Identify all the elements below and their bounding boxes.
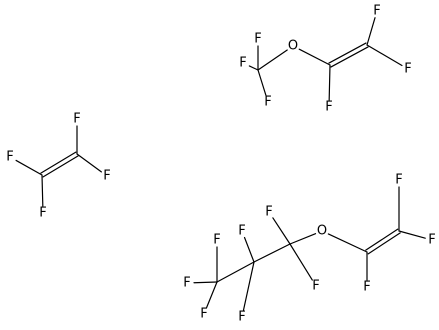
atom-label-f6: F bbox=[404, 62, 411, 77]
atom-label-f8: F bbox=[6, 150, 13, 165]
bond-C2-C3 bbox=[328, 42, 367, 64]
atom-label-f12: F bbox=[238, 224, 245, 239]
bond-C4-C5 bbox=[40, 151, 77, 174]
atom-label-f17: F bbox=[312, 279, 319, 294]
bond-C1-F3 bbox=[257, 69, 267, 96]
atom-label-o2: O bbox=[317, 224, 327, 239]
bond-C9-C10 bbox=[367, 232, 401, 255]
atom-label-o1: O bbox=[288, 39, 298, 54]
atom-label-f2: F bbox=[254, 32, 261, 47]
bond-C7-F16 bbox=[242, 261, 255, 311]
bond-C7-F12 bbox=[243, 236, 255, 263]
bond-C2-F4 bbox=[328, 64, 331, 101]
atom-label-f16: F bbox=[238, 310, 245, 325]
bond-layer bbox=[15, 17, 426, 311]
bond-C5-F9 bbox=[76, 153, 102, 173]
bond-C3-F5 bbox=[366, 17, 376, 46]
bond-C6-F14 bbox=[193, 281, 218, 284]
bond-C3-F6 bbox=[366, 44, 403, 67]
atom-label-f10: F bbox=[39, 206, 46, 221]
atom-label-f1: F bbox=[239, 56, 246, 71]
bond-C8-F17 bbox=[289, 243, 313, 281]
atom-label-f11: F bbox=[213, 233, 220, 248]
bond-O1-C2 bbox=[298, 48, 331, 66]
atom-label-f14: F bbox=[183, 276, 190, 291]
atom-label-f7: F bbox=[73, 112, 80, 127]
atom-label-f15: F bbox=[200, 307, 207, 322]
bond-C2-C3 bbox=[330, 46, 369, 68]
bond-C7-C8 bbox=[253, 243, 291, 263]
bond-C6-F15 bbox=[206, 281, 218, 309]
bond-C4-F8 bbox=[15, 159, 43, 176]
bond-C4-F10 bbox=[41, 174, 44, 207]
bond-O2-C9 bbox=[327, 233, 368, 253]
atom-label-f4: F bbox=[325, 100, 332, 115]
bond-C9-C10 bbox=[365, 228, 399, 251]
atom-label-f9: F bbox=[103, 169, 110, 184]
bond-C8-O2 bbox=[289, 233, 317, 245]
atom-label-f13: F bbox=[265, 205, 272, 220]
bond-C1-O1 bbox=[257, 49, 288, 71]
atom-label-f18: F bbox=[363, 280, 370, 295]
atom-label-f3: F bbox=[264, 95, 271, 110]
atom-label-f20: F bbox=[428, 233, 435, 248]
atom-label-f19: F bbox=[395, 173, 402, 188]
atom-label-f5: F bbox=[373, 4, 380, 19]
bond-C10-F20 bbox=[398, 230, 426, 239]
bond-C8-F13 bbox=[272, 217, 291, 245]
bond-C1-F1 bbox=[248, 65, 259, 71]
bond-C6-C7 bbox=[216, 261, 255, 283]
bond-C4-C5 bbox=[42, 155, 79, 178]
